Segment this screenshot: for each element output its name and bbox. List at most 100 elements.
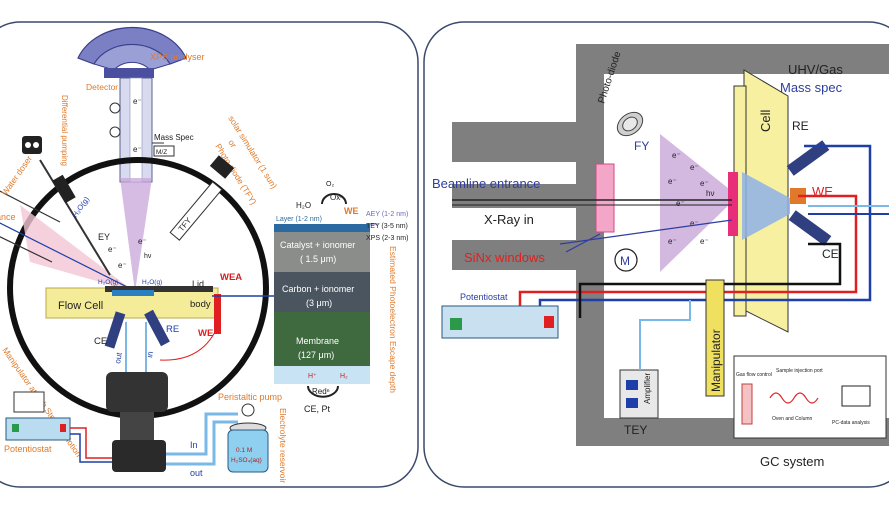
beamline-entrance-label: Beamline entrance [432,176,540,191]
gc-system-label: GC system [760,454,824,469]
xps-analyser-label: XPS analyser [150,52,205,62]
catalyst-label-2: ( 1.5 μm) [300,254,336,264]
layer-catalyst [274,232,370,272]
xray-beam [0,222,134,291]
photodiode [616,111,644,137]
layer-stack [274,224,370,384]
body-label: body [190,299,211,310]
layer-thickness-label: Layer (1-2 nm) [276,216,322,223]
or-label: or [226,138,239,150]
electron-labels: e⁻ e⁻ e⁻ e⁻ e⁻ e⁻ e⁻ e⁻ [668,151,709,246]
beam-pipe-top [0,190,61,223]
svg-text:e⁻: e⁻ [690,163,699,172]
detector-box [104,68,154,78]
cable-black-right [578,242,842,318]
water-doser-tube [39,159,111,276]
right-potentiostat-red [544,316,554,328]
ox-cycle-arrow [321,193,347,205]
mz-label: M/Z [156,149,167,156]
membrane-label-2: (127 μm) [298,350,334,360]
amplifier-cable [639,300,691,370]
electrolyte-formula: H₂SO₄(aq) [231,457,262,464]
h2o-gas-label-3: H₂O(g) [142,279,162,286]
svg-text:e⁻: e⁻ [676,199,685,208]
tfy-detector-head [209,155,235,179]
cell-sample-pink [728,172,738,236]
membrane-label-1: Membrane [296,336,339,346]
layer-we-label: WE [344,206,359,216]
re-label-left: RE [166,324,179,335]
h-plus-label: H⁺ [308,373,317,380]
detector-label: Detector [86,82,118,92]
layer-membrane [274,312,370,366]
oven-column-label: Oven and Column [772,416,813,422]
out-label-1: out [113,351,124,364]
amplifier-btn-1 [626,380,638,390]
uhv-gas-label: UHV/Gas [788,62,843,77]
red-cycle-arrow [307,385,339,398]
left-potentiostat-box [5,417,71,441]
red-label: Redⁿ [312,387,330,396]
ce-label-left: CE [94,336,107,347]
layer-carbon [274,272,370,312]
electron-near-2: e⁻ [118,261,127,270]
xps-analyser-inner [93,43,171,71]
right-panel: UHV/Gas Mass spec Photo-diode FY e⁻ e⁻ e… [423,21,889,488]
sample-injection-port-label: Sample injection port [776,368,823,374]
left-pot-cables-blue [70,433,112,463]
left-pot-cables [70,427,112,459]
analyser-column-inner [129,77,143,183]
stepper-motor [112,440,166,472]
column-electron-2: e⁻ [133,145,142,154]
mass-spec-label: Mass Spec [154,133,194,142]
left-potentiostat-green [12,424,19,432]
mass-spec-right-label: Mass spec [780,80,843,95]
gas-flow-control-label: Gas flow control [736,372,772,378]
right-chamber [452,44,889,446]
carbon-label-2: (3 μm) [306,298,332,308]
manipulator-bar [705,279,725,397]
ce-electrode-right [788,210,832,246]
manipulator-shaft [120,412,154,440]
layer-bottom-strip [274,366,370,384]
tube-in-blue [166,412,238,456]
we-label-left: WE [198,328,213,339]
electrolyte-conc: 0.1 M [236,447,252,454]
column-electron-1: e⁻ [133,97,142,106]
ce-pt-label: CE, Pt [304,404,331,414]
flow-cell-label: Flow Cell [58,300,103,312]
sinx-window [595,163,615,233]
cable-red [159,329,217,361]
amplifier-label: Amplifier [643,373,652,404]
tube-out-blue [166,420,238,466]
out-label-2: out [190,468,203,478]
hv-label-left: hν [144,253,152,260]
left-monitor [13,391,45,413]
beam-pipe-bottom [0,236,53,263]
ey-label: EY [98,232,110,242]
peristaltic-pump [241,403,255,417]
xray-in-label: X-Ray in [484,212,534,227]
in-label-2: In [190,440,198,450]
gc-pc-monitor [841,385,871,407]
layer-ox-label: Oxⁿ [330,193,343,202]
tfy-detector-body [169,181,223,241]
tey-depth-label: TEY (3-5 nm) [366,223,408,230]
manipulator-right-label: Manipulator [709,329,723,392]
water-doser [22,136,42,154]
gc-gas-column [741,383,753,425]
right-potentiostat-label: Potentiostat [460,292,508,302]
pc-data-label: PC-data analysis [832,420,870,426]
water-doser-flange [52,174,76,204]
escape-depth-label: Estimated Photoelectron Escape depth [388,246,398,393]
differential-pumping-label: Differential pumping [60,95,69,166]
rotation-m [614,248,638,272]
m-label: M [620,254,630,268]
tey-right-label: TEY [624,423,647,437]
sinx-arrow-1 [565,233,601,253]
cell-label: Cell [758,109,773,132]
peristaltic-pump-label: Peristaltic pump [218,392,282,402]
h2o-gas-label-2: H₂O(g) [98,279,118,286]
svg-text:e⁻: e⁻ [672,151,681,160]
sample-plate [112,290,154,296]
